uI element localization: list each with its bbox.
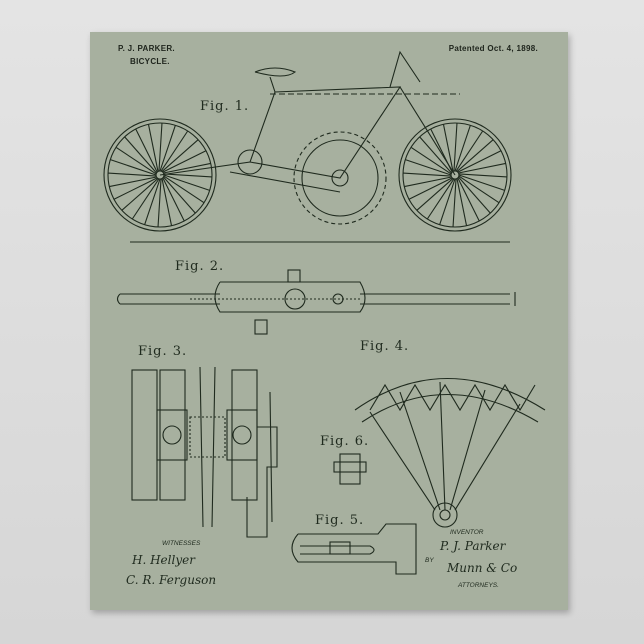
by-label: BY bbox=[425, 557, 434, 564]
patent-poster: P. J. PARKER. BICYCLE. Patented Oct. 4, … bbox=[90, 32, 568, 610]
attorney-signature: Munn & Co bbox=[446, 561, 517, 575]
witness-signature-2: C. R. Ferguson bbox=[126, 573, 216, 587]
attorneys-label: ATTORNEYS. bbox=[457, 582, 499, 589]
inventor-signature: P. J. Parker bbox=[439, 539, 507, 553]
signatures: WITNESSES H. Hellyer C. R. Ferguson INVE… bbox=[90, 32, 568, 610]
inventor-label: INVENTOR bbox=[450, 529, 484, 536]
witnesses-label: WITNESSES bbox=[162, 540, 201, 547]
witness-signature-1: H. Hellyer bbox=[131, 553, 196, 567]
